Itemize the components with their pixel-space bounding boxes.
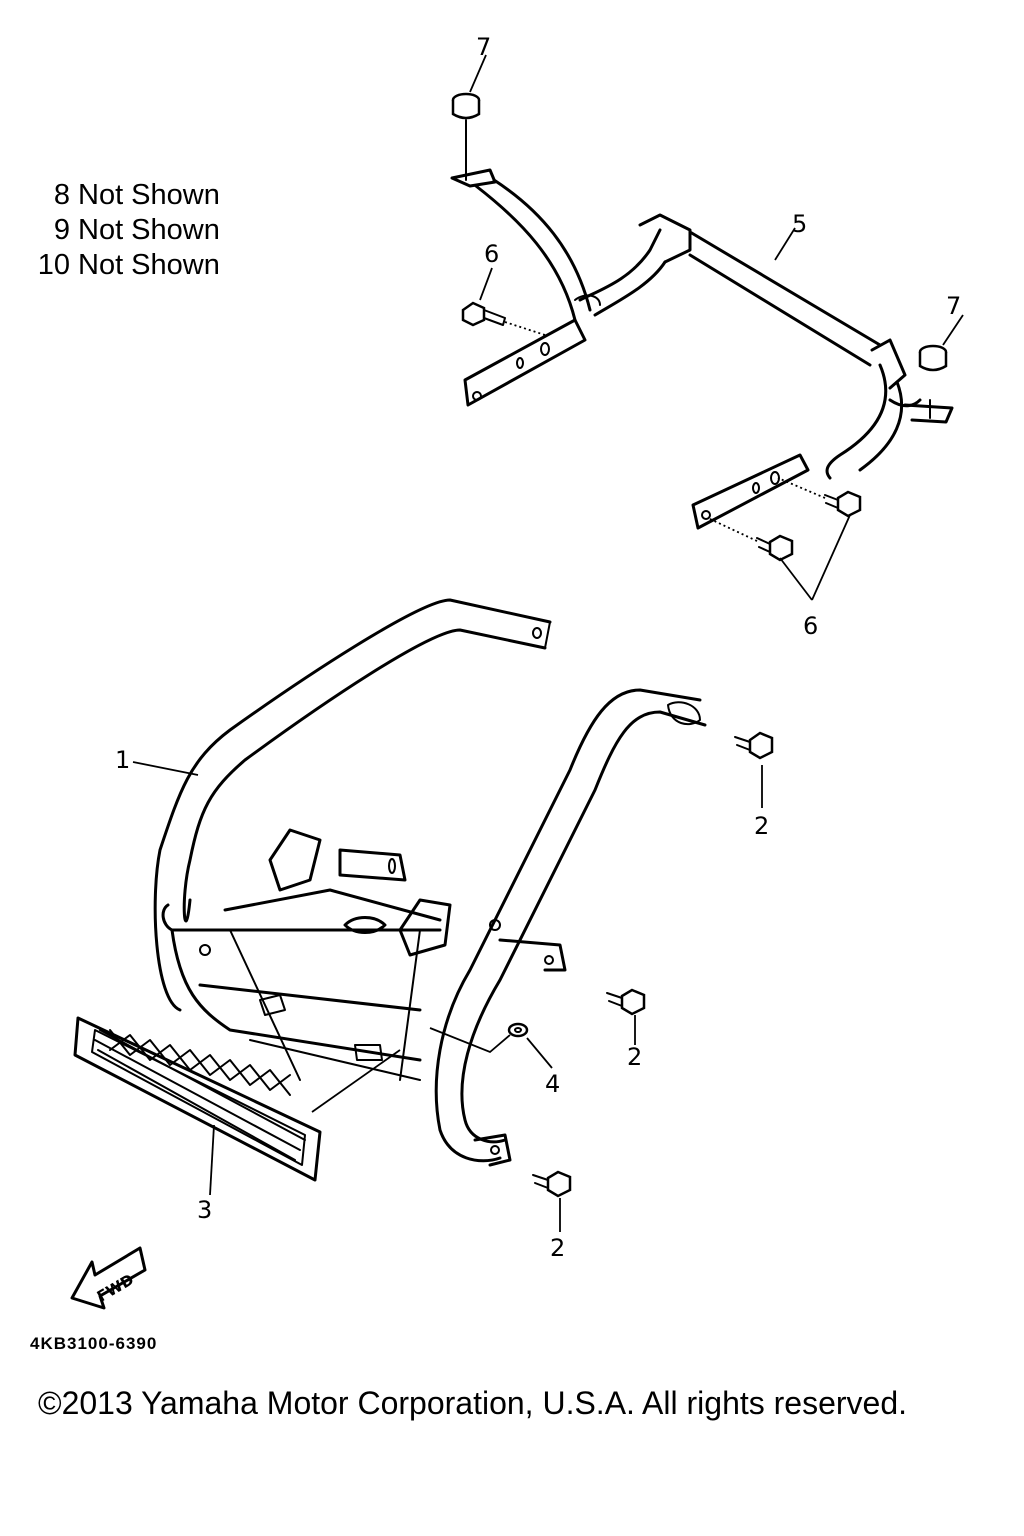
callout-5: 5 [792,210,807,238]
callout-7-right: 7 [946,292,961,320]
note-text: Not Shown [78,249,220,281]
rubber-cap-7-right [918,344,948,372]
callout-6-upper: 6 [484,240,499,268]
note-row: 9 Not Shown [30,213,220,248]
note-text: Not Shown [78,214,220,246]
callout-3: 3 [197,1196,212,1224]
fwd-label: FWD [94,1270,137,1305]
not-shown-notes: 8 Not Shown 9 Not Shown 10 Not Shown [30,178,220,283]
diagram-code: 4KB3100-6390 [30,1334,158,1353]
callout-7-top: 7 [476,33,491,61]
bolt-2-upper [734,731,774,760]
rubber-cap-7-top [451,92,481,120]
note-number: 10 [37,249,70,281]
copyright-notice: ©2013 Yamaha Motor Corporation, U.S.A. A… [38,1385,908,1421]
fwd-arrow-icon: FWD [70,1246,147,1310]
callout-6-lower: 6 [803,612,818,640]
note-row: 10 Not Shown [30,248,220,283]
front-guard-part-1 [153,598,707,1167]
leader-lines [132,54,964,1232]
rear-carrier-part-5 [450,119,954,530]
callout-2-middle: 2 [627,1043,642,1071]
bolt-6-upper [461,301,546,336]
bolt-6-right-b [707,517,794,562]
callout-2-lower: 2 [550,1234,565,1262]
note-text: Not Shown [78,179,220,211]
note-number: 8 [53,179,70,211]
callout-1: 1 [115,746,130,774]
bolt-6-right-a [777,477,862,518]
mesh-grille-part-3 [73,1016,401,1182]
bolt-2-lower [532,1170,572,1198]
washer-part-4 [429,1022,529,1054]
note-number: 9 [53,214,70,246]
callout-4: 4 [545,1070,560,1098]
note-row: 8 Not Shown [30,178,220,213]
callout-2-upper: 2 [754,812,769,840]
bolt-2-middle [606,988,646,1016]
